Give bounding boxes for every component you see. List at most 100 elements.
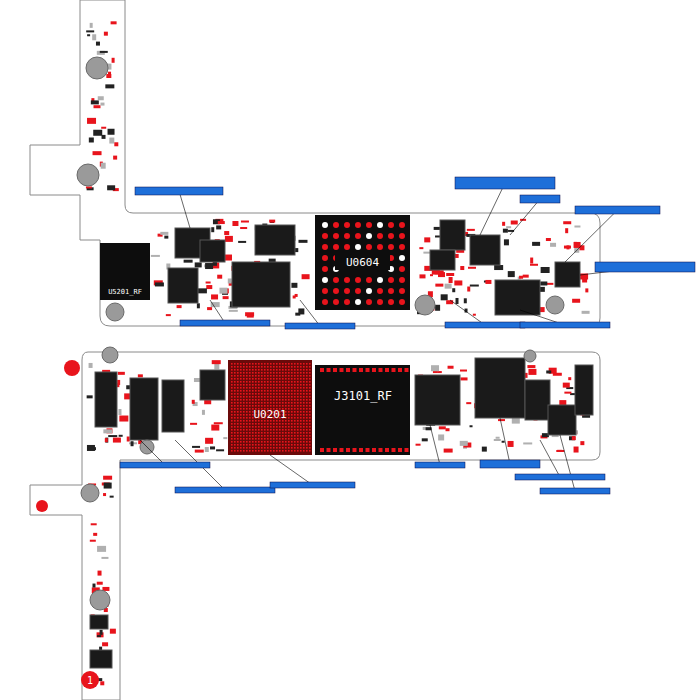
smd-part: [192, 400, 195, 404]
bga-ball: [355, 277, 361, 283]
smd-part: [229, 310, 238, 312]
bga-pad: [237, 366, 239, 368]
smd-part: [223, 437, 227, 439]
bga-pad: [240, 435, 242, 437]
smd-part: [564, 246, 571, 249]
bga-pad: [294, 372, 296, 374]
smd-part: [473, 314, 476, 316]
smd-part: [202, 410, 205, 415]
bga-pad: [270, 375, 272, 377]
bga-pad: [285, 366, 287, 368]
smd-part: [464, 298, 467, 303]
screw-hole: [81, 484, 99, 502]
bga-pad: [294, 399, 296, 401]
smd-part: [504, 239, 509, 245]
bga-pad: [273, 396, 275, 398]
bga-pad: [276, 375, 278, 377]
bga-pad: [237, 408, 239, 410]
bga-pad: [276, 447, 278, 449]
smd-part: [109, 138, 114, 144]
bga-ball: [399, 244, 405, 250]
bga-pad: [237, 369, 239, 371]
callout-box: [480, 460, 540, 468]
bga-ball: [399, 277, 405, 283]
smd-part: [557, 450, 562, 452]
smd-part: [108, 435, 117, 437]
ic-chip: [90, 615, 108, 629]
bga-pad: [243, 366, 245, 368]
smd-part: [211, 425, 219, 431]
bga-pad: [255, 393, 257, 395]
bga-pad: [297, 444, 299, 446]
bga-pad: [267, 450, 269, 452]
component-designator: U5201_RF: [108, 288, 142, 296]
smd-part: [101, 127, 106, 129]
bga-pad: [243, 450, 245, 452]
bga-pad: [282, 369, 284, 371]
component-label: U0604: [335, 254, 390, 270]
bga-pad: [267, 399, 269, 401]
test-point: [36, 500, 48, 512]
bga-pad: [234, 414, 236, 416]
bga-pad: [297, 363, 299, 365]
bga-pad: [240, 405, 242, 407]
bga-pad: [282, 384, 284, 386]
bga-pad: [249, 408, 251, 410]
bga-pad: [297, 399, 299, 401]
bga-pad: [297, 387, 299, 389]
bga-ball: [355, 299, 361, 305]
bga-pad: [246, 426, 248, 428]
bga-pad: [234, 408, 236, 410]
bga-pad: [252, 393, 254, 395]
bga-pad: [240, 396, 242, 398]
bga-pad: [309, 441, 311, 443]
bga-pad: [279, 390, 281, 392]
ic-chip: [440, 220, 465, 250]
bga-pad: [231, 402, 233, 404]
pin-one-marker: 1: [81, 671, 99, 689]
bga-pad: [252, 450, 254, 452]
smd-part: [435, 235, 440, 237]
bga-pad: [264, 393, 266, 395]
bga-pad: [243, 363, 245, 365]
bga-pad: [282, 396, 284, 398]
bga-pad: [240, 402, 242, 404]
smd-part: [467, 229, 475, 231]
bga-pad: [282, 366, 284, 368]
bga-pad: [306, 402, 308, 404]
bga-pad: [279, 378, 281, 380]
smd-part: [502, 222, 505, 226]
bga-pad: [240, 432, 242, 434]
bga-pad: [234, 405, 236, 407]
bga-pad: [300, 375, 302, 377]
ic-chip: [555, 262, 580, 287]
bga-pad: [306, 417, 308, 419]
smd-part: [100, 51, 108, 53]
ic-chip: [162, 380, 184, 432]
bga-pad: [237, 417, 239, 419]
smd-part: [461, 377, 468, 380]
bga-pad: [282, 378, 284, 380]
screw-hole: [77, 164, 99, 186]
connector-pin: [359, 368, 363, 372]
bga-pad: [246, 387, 248, 389]
bga-ball: [333, 299, 339, 305]
smd-part: [112, 58, 115, 63]
screw-hole: [106, 303, 124, 321]
board-outline: [30, 0, 600, 326]
bga-pad: [246, 435, 248, 437]
bga-pad: [255, 390, 257, 392]
bga-pad: [306, 384, 308, 386]
bga-pad: [231, 387, 233, 389]
bga-pad: [270, 378, 272, 380]
bga-pad: [282, 432, 284, 434]
bga-pad: [285, 375, 287, 377]
bga-pad: [279, 387, 281, 389]
bga-pad: [246, 414, 248, 416]
smd-part: [216, 225, 221, 229]
bga-pad: [279, 432, 281, 434]
bga-pad: [279, 405, 281, 407]
bga-pad: [291, 420, 293, 422]
smd-part: [131, 441, 134, 446]
bga-pad: [288, 381, 290, 383]
